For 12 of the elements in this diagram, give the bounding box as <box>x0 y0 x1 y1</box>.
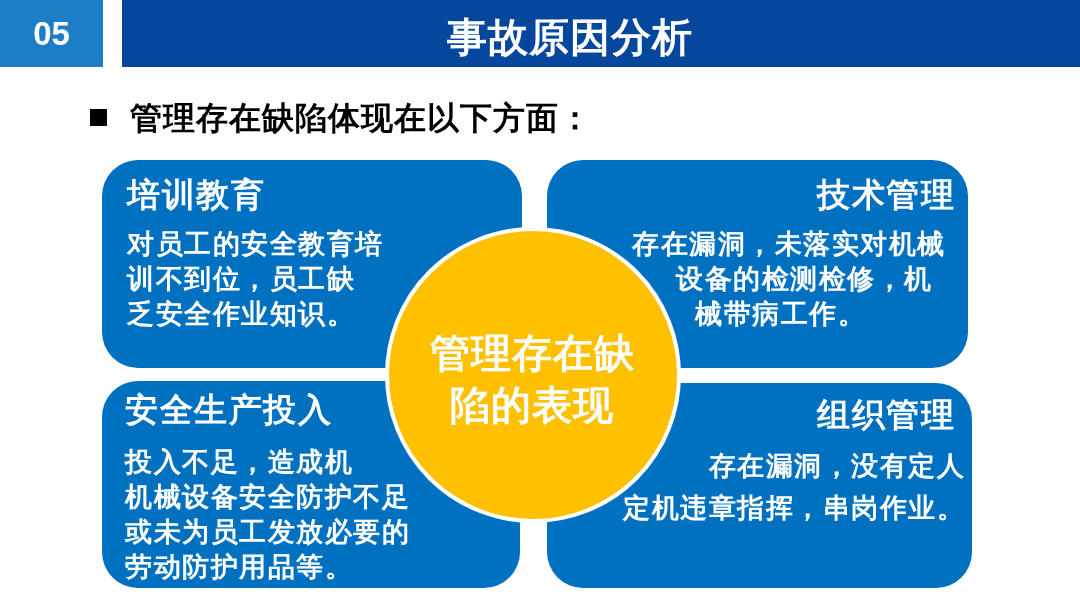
panel-heading: 安全生产投入 <box>125 389 332 431</box>
section-number: 05 <box>0 0 103 67</box>
panel-text: 对员工的安全教育培训不到位，员工缺乏安全作业知识。 <box>127 227 385 331</box>
title: 事故原因分析 <box>447 13 693 61</box>
panel-text: 存在漏洞，未落实对机械设备的检测检修，机械带病工作。 <box>631 227 947 331</box>
panel-heading: 技术管理 <box>817 174 955 216</box>
panel-heading: 组织管理 <box>817 394 955 436</box>
subheading: 管理存在缺陷体现在以下方面： <box>130 98 592 139</box>
panel-text: 投入不足，造成机机械设备安全防护不足或未为员工发放必要的劳动防护用品等。 <box>125 445 411 584</box>
panel-text: 存在漏洞，没有定人定机违章指挥，串岗作业。 <box>621 449 965 525</box>
circle-label: 管理存在缺陷的表现 <box>428 329 636 430</box>
panel-heading: 培训教育 <box>127 174 265 216</box>
